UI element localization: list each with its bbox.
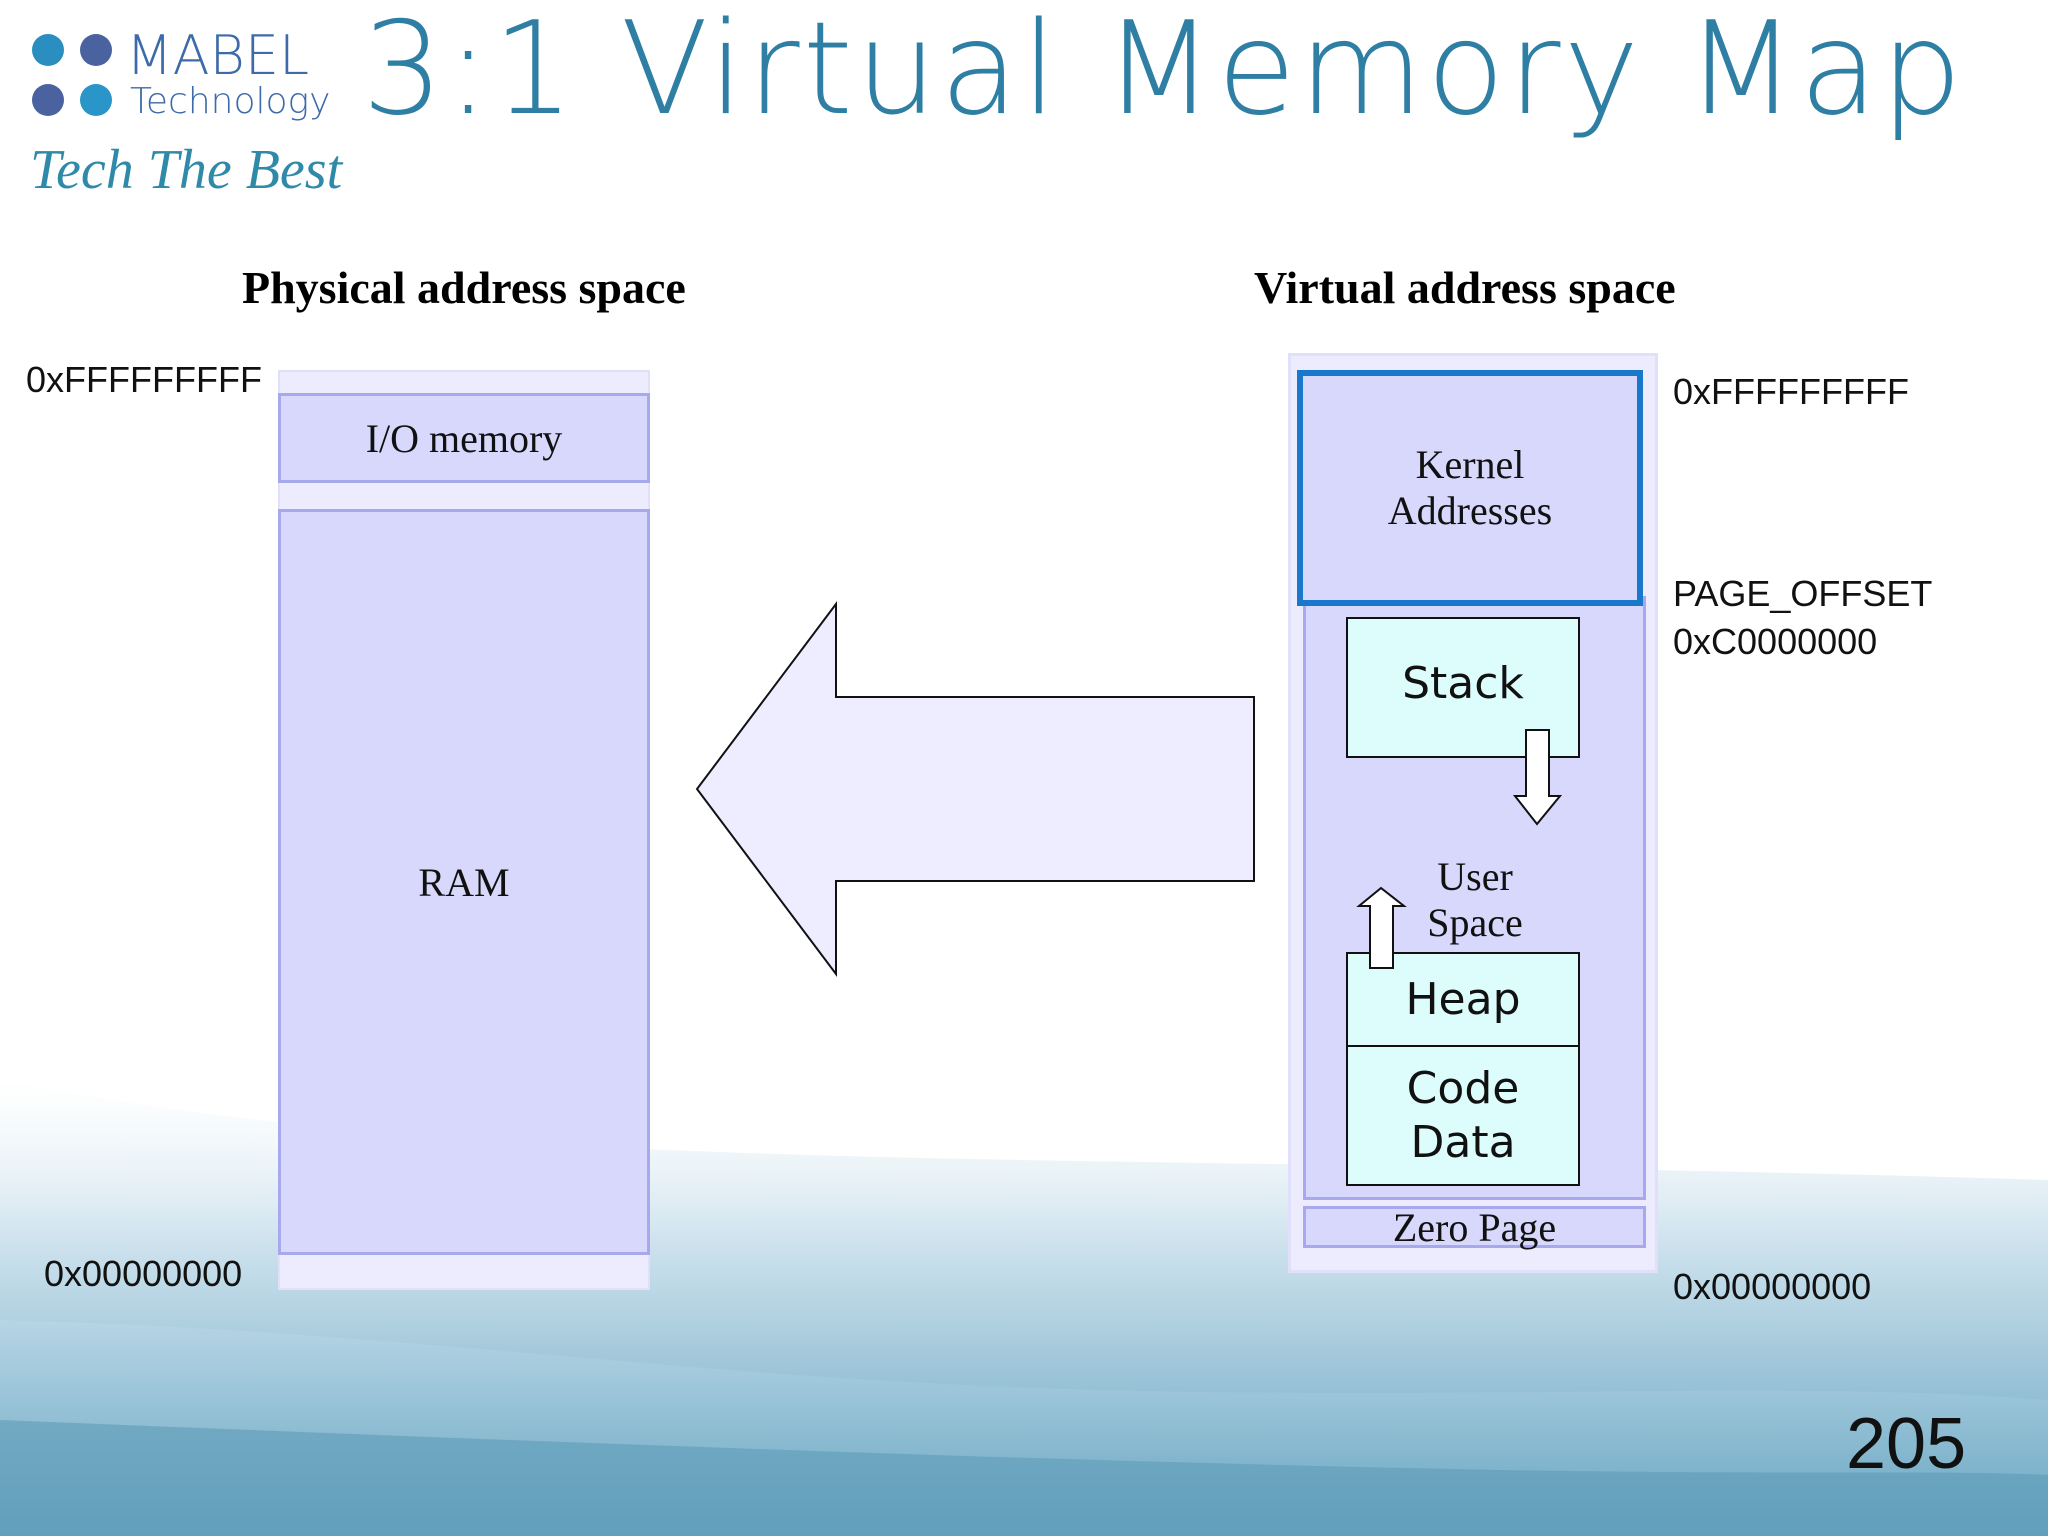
physical-top-address: 0xFFFFFFFFF: [26, 359, 262, 400]
virtual-top-address: 0xFFFFFFFFF: [1673, 371, 1909, 412]
physical-bottom-address: 0x00000000: [44, 1253, 243, 1294]
user-space-label-block: User Space: [1400, 850, 1550, 950]
logo-dot-2: [80, 34, 112, 66]
ram-label: RAM: [418, 859, 510, 905]
logo-dot-1: [32, 34, 64, 66]
heap-region: Heap: [1346, 952, 1580, 1047]
code-label: Code: [1406, 1062, 1520, 1114]
data-label: Data: [1410, 1116, 1516, 1168]
virtual-bottom-address: 0x00000000: [1673, 1266, 1872, 1307]
physical-heading: Physical address space: [242, 262, 686, 313]
zero-page-label: Zero Page: [1392, 1204, 1557, 1250]
zero-page-region: Zero Page: [1303, 1204, 1646, 1250]
user-space-label-line1: User: [1437, 854, 1513, 899]
stack-region: Stack: [1346, 617, 1580, 758]
page-offset-label: PAGE_OFFSET: [1673, 573, 1933, 614]
kernel-label-line2: Addresses: [1387, 488, 1553, 533]
virtual-heading: Virtual address space: [1254, 262, 1676, 313]
brand-slogan: Tech The Best: [30, 139, 343, 201]
heap-label: Heap: [1405, 974, 1521, 1025]
brand-subtitle: Technology: [130, 81, 331, 122]
kernel-addresses-region: Kernel Addresses: [1297, 370, 1643, 606]
code-data-region: Code Data: [1346, 1045, 1580, 1186]
slide-title: 3:1 Virtual Memory Map: [362, 0, 1965, 144]
brand-name: MABEL: [126, 24, 310, 87]
ram-region: RAM: [278, 509, 650, 1255]
io-memory-region: I/O memory: [278, 393, 650, 483]
user-space-label-line2: Space: [1427, 900, 1523, 945]
kernel-label-line1: Kernel: [1415, 442, 1525, 487]
stack-label: Stack: [1402, 658, 1524, 709]
page-number: 205: [1846, 1404, 1967, 1484]
logo-dot-4: [80, 84, 112, 116]
page-offset-address: 0xC0000000: [1673, 621, 1878, 662]
io-memory-label: I/O memory: [365, 415, 563, 461]
brand-logo: MABEL Technology Tech The Best: [0, 0, 343, 210]
logo-dot-3: [32, 84, 64, 116]
